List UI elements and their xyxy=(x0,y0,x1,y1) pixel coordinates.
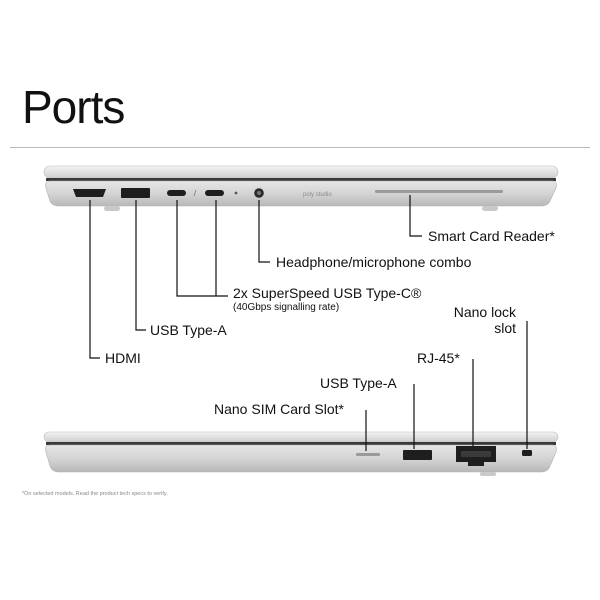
usb-a-port xyxy=(121,188,150,198)
hdmi-port xyxy=(73,189,106,197)
lid xyxy=(43,431,559,443)
lid xyxy=(43,165,559,179)
usb-c-port-2 xyxy=(205,190,224,196)
usb-c-port-1 xyxy=(167,190,186,196)
label-hdmi: HDMI xyxy=(105,350,141,366)
leader-hdmi xyxy=(89,200,100,359)
smart-card-slot xyxy=(375,190,503,193)
page-title: Ports xyxy=(22,81,125,133)
label-smart-card-reader: Smart Card Reader* xyxy=(428,228,555,244)
status-led xyxy=(234,191,238,195)
leader-headphone xyxy=(258,200,270,263)
leader-lines-right xyxy=(365,321,528,451)
label-usb-c-title: 2x SuperSpeed USB Type-C® xyxy=(233,285,422,301)
footnote: *On selected models. Read the product te… xyxy=(22,491,168,497)
right-foot xyxy=(480,472,496,476)
leader-smart-card xyxy=(409,195,422,237)
leader-lines-left xyxy=(89,195,422,359)
label-usb-a-left: USB Type-A xyxy=(150,322,227,338)
label-nano-sim: Nano SIM Card Slot* xyxy=(214,401,344,417)
right-foot xyxy=(482,206,498,211)
usb-a-port xyxy=(403,450,432,460)
label-usb-a-right: USB Type-A xyxy=(320,375,397,391)
base xyxy=(45,180,557,207)
laptop-left-side xyxy=(43,165,559,211)
leader-usb-a xyxy=(135,200,146,331)
label-nano-lock-slot: Nano lock slot xyxy=(453,304,516,337)
hinge-gap xyxy=(46,442,556,445)
usb-c-divider xyxy=(193,189,197,197)
nano-lock-slot xyxy=(522,450,532,456)
laptop-right-side xyxy=(43,431,559,476)
label-usb-c: 2x SuperSpeed USB Type-C® (40Gbps signal… xyxy=(233,285,421,314)
label-rj45: RJ-45* xyxy=(417,350,460,366)
nano-sim-slot xyxy=(356,453,380,456)
leader-usb-c xyxy=(176,200,228,297)
hinge-gap xyxy=(46,178,556,181)
title-divider xyxy=(10,147,590,148)
brand-text: poly studio xyxy=(303,192,332,198)
label-headphone-combo: Headphone/microphone combo xyxy=(276,254,472,270)
label-usb-c-note: (40Gbps signalling rate) xyxy=(233,302,340,314)
left-foot xyxy=(104,206,120,211)
